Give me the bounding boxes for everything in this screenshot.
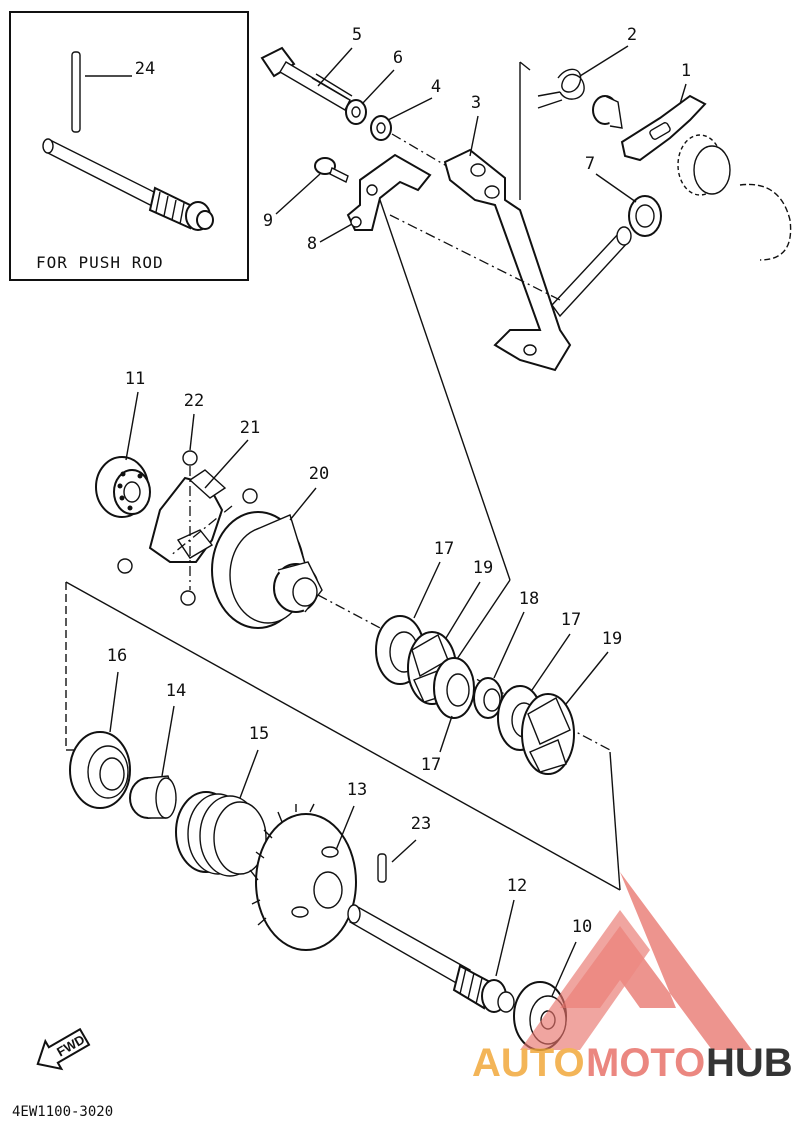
- document-code: 4EW1100-3020: [12, 1104, 113, 1120]
- push-rod-inset: FOR PUSH ROD: [9, 11, 249, 281]
- watermark-moto: MOTO: [586, 1041, 705, 1085]
- callout-c16: 16: [107, 646, 127, 666]
- callout-c10: 10: [572, 917, 592, 937]
- callout-c15: 15: [249, 724, 269, 744]
- watermark-logo-icon: [520, 872, 752, 1050]
- callout-c2: 2: [627, 25, 637, 45]
- callout-c19b: 19: [602, 629, 622, 649]
- fwd-arrow-icon: FWD: [36, 1027, 91, 1071]
- watermark-hub: HUB: [706, 1041, 793, 1085]
- callout-c1: 1: [681, 61, 691, 81]
- callout-c11: 11: [125, 369, 145, 389]
- shift-lever-assembly: [260, 45, 792, 663]
- inset-caption: FOR PUSH ROD: [36, 253, 164, 272]
- callout-c18: 18: [519, 589, 539, 609]
- callout-c3: 3: [471, 93, 481, 113]
- callout-c13: 13: [347, 780, 367, 800]
- shaft-assembly: [69, 671, 577, 1051]
- callout-c17c: 17: [421, 755, 441, 775]
- callout-c23: 23: [411, 814, 431, 834]
- callout-c21: 21: [240, 418, 260, 438]
- callout-c8: 8: [307, 234, 317, 254]
- callout-c7: 7: [585, 154, 595, 174]
- callout-c24: 24: [135, 59, 155, 79]
- callout-c4: 4: [431, 77, 441, 97]
- callout-labels: 1234567891011121314151617171718191920212…: [107, 25, 691, 937]
- callout-c6: 6: [393, 48, 403, 68]
- watermark-auto: AUTO: [472, 1041, 585, 1085]
- callout-c17a: 17: [434, 539, 454, 559]
- callout-c20: 20: [309, 464, 329, 484]
- callout-c19a: 19: [473, 558, 493, 578]
- callout-c22: 22: [184, 391, 204, 411]
- callout-c17b: 17: [561, 610, 581, 630]
- callout-c14: 14: [166, 681, 186, 701]
- callout-c9: 9: [263, 211, 273, 231]
- callout-c12: 12: [507, 876, 527, 896]
- group-bracket-lines: [65, 581, 621, 891]
- callout-c5: 5: [352, 25, 362, 45]
- drum-assembly: [95, 391, 611, 775]
- watermark: AUTO MOTO HUB: [472, 872, 793, 1085]
